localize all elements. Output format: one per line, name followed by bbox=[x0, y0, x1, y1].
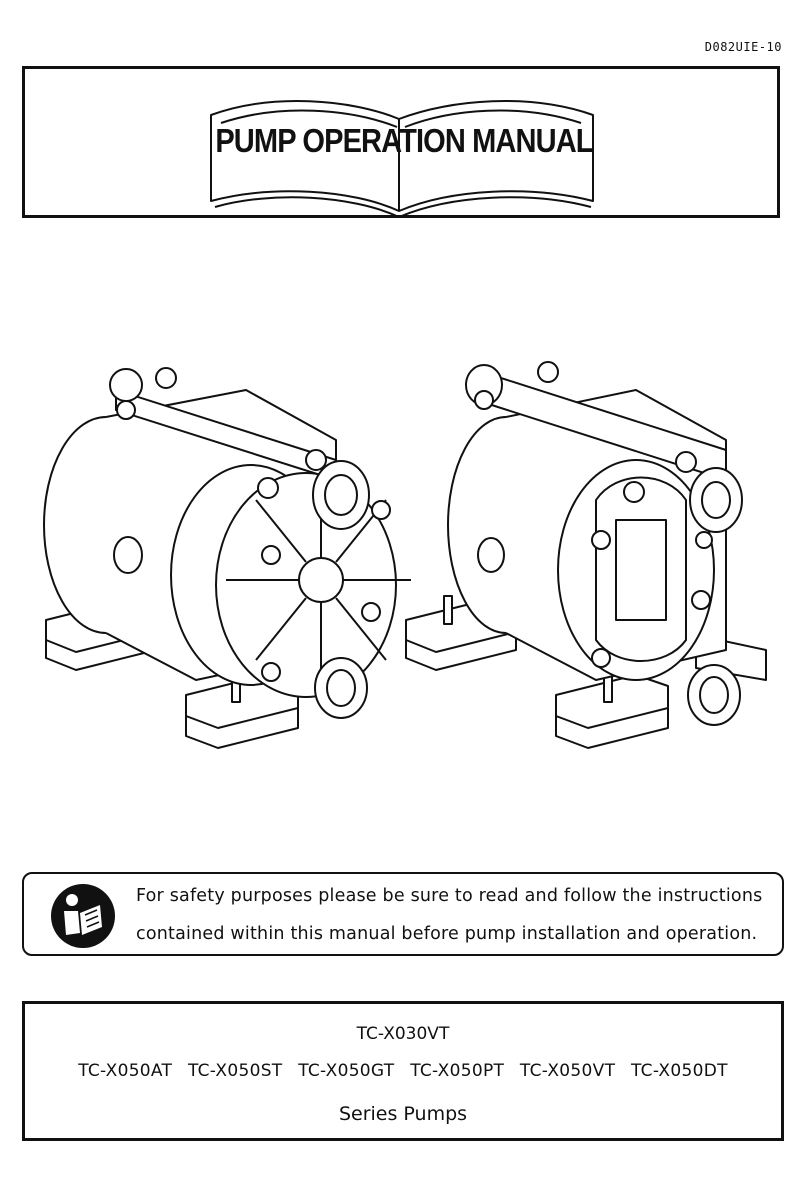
notice-line-1: For safety purposes please be sure to re… bbox=[136, 886, 763, 906]
read-manual-icon bbox=[51, 884, 115, 948]
diaphragm-pump-illustration bbox=[43, 361, 767, 749]
safety-notice: For safety purposes please be sure to re… bbox=[22, 872, 784, 956]
document-code: D082UIE-10 bbox=[704, 40, 782, 54]
title-frame bbox=[22, 66, 780, 218]
model-item: TC-X050AT bbox=[78, 1061, 173, 1081]
model-item: TC-X050ST bbox=[187, 1061, 283, 1081]
model-item: TC-X050PT bbox=[410, 1061, 505, 1081]
primary-model: TC-X030VT bbox=[356, 1024, 450, 1044]
models-box: TC-X030VT TC-X050AT TC-X050ST TC-X050GT … bbox=[22, 1001, 784, 1141]
model-item: TC-X050DT bbox=[630, 1061, 728, 1081]
model-item: TC-X050GT bbox=[298, 1061, 395, 1081]
notice-line-2: contained within this manual before pump… bbox=[136, 924, 758, 944]
open-book-icon bbox=[210, 100, 594, 218]
model-list: TC-X050AT TC-X050ST TC-X050GT TC-X050PT … bbox=[25, 1061, 781, 1081]
series-label: Series Pumps bbox=[338, 1103, 468, 1125]
manual-title: PUMP OPERATION MANUAL bbox=[215, 122, 593, 159]
model-item: TC-X050VT bbox=[519, 1061, 616, 1081]
